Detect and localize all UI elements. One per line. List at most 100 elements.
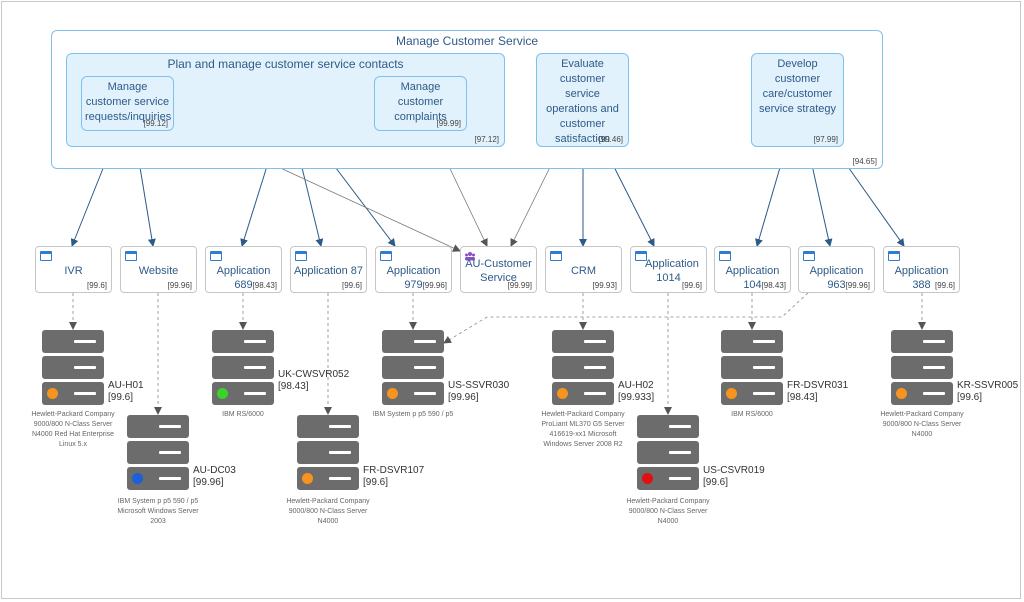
host-app963 (443, 292, 809, 344)
capability-score: [97.99] (813, 135, 838, 144)
application-window-icon (888, 251, 900, 261)
server-us-csvr019[interactable] (637, 415, 699, 493)
application-window-icon (380, 251, 392, 261)
app-application-87[interactable]: Application 87 [99.6] (290, 246, 367, 293)
app-application-1014[interactable]: Application 1014 [99.6] (630, 246, 707, 293)
capability-manage-complaints[interactable]: Manage customer complaints [99.99] (374, 76, 467, 131)
capability-title: Manage customer service requests/inquiri… (85, 81, 172, 123)
server-unit (127, 467, 189, 490)
capability-score: [99.46] (598, 135, 623, 144)
app-name: Application 979 (386, 265, 441, 291)
app-score: [98.43] (252, 281, 277, 290)
app-application-104[interactable]: Application 104 [98.43] (714, 246, 791, 293)
server-unit (637, 467, 699, 490)
status-dot (726, 388, 737, 399)
server-desc: IBM RS/6000 (222, 411, 264, 418)
server-au-h01[interactable] (42, 330, 104, 408)
app-name: Application 1014 (645, 258, 699, 284)
server-desc: Hewlett-Packard Company 9000/800 N-Class… (31, 411, 115, 448)
app-au-customer-service[interactable]: AU-Customer Service [99.99] (460, 246, 537, 293)
capability-title: Develop customer care/customer service s… (758, 58, 837, 115)
server-kr-ssvr005[interactable] (891, 330, 953, 408)
server-unit (42, 330, 104, 353)
app-score: [99.96] (422, 281, 447, 290)
app-score: [99.6] (86, 281, 107, 290)
server-uk-cwsvr052[interactable] (212, 330, 274, 408)
status-dot (557, 388, 568, 399)
app-application-963[interactable]: Application 963 [99.96] (798, 246, 875, 293)
app-name: Application 689 (216, 265, 271, 291)
server-name: FR-DSVR107[99.6] (363, 465, 425, 488)
app-score: [98.43] (761, 281, 786, 290)
app-name: Application 104 (725, 265, 780, 291)
capability-score: [94.65] (852, 157, 877, 166)
server-au-dc03[interactable] (127, 415, 189, 493)
server-name: AU-DC03[99.96] (193, 465, 236, 488)
capability-evaluate-operations[interactable]: Evaluate customer service operations and… (536, 53, 629, 147)
application-window-icon (803, 251, 815, 261)
server-unit (127, 415, 189, 438)
capability-develop-strategy[interactable]: Develop customer care/customer service s… (751, 53, 844, 147)
app-name: Application 388 (894, 265, 949, 291)
server-unit (891, 330, 953, 353)
application-window-icon (295, 251, 307, 261)
server-desc: Hewlett-Packard Company 9000/800 N-Class… (286, 498, 370, 525)
application-window-icon (635, 251, 647, 261)
server-fr-dsvr031[interactable] (721, 330, 783, 408)
app-name: CRM (570, 265, 597, 277)
server-au-h02[interactable] (552, 330, 614, 408)
server-unit (212, 356, 274, 379)
server-desc: IBM System p p5 590 / p5 (372, 411, 454, 418)
server-unit (891, 382, 953, 405)
server-unit (721, 356, 783, 379)
app-application-388[interactable]: Application 388 [99.6] (883, 246, 960, 293)
server-unit (891, 356, 953, 379)
app-application-689[interactable]: Application 689 [98.43] (205, 246, 282, 293)
server-unit (637, 415, 699, 438)
app-name: Application 963 (809, 265, 864, 291)
capability-score: [99.99] (436, 119, 461, 128)
app-name: Website (138, 265, 179, 277)
application-window-icon (719, 251, 731, 261)
server-unit (212, 330, 274, 353)
server-unit (212, 382, 274, 405)
server-name: AU-H01[99.6] (108, 380, 144, 403)
app-score: [99.96] (845, 281, 870, 290)
app-application-979[interactable]: Application 979 [99.96] (375, 246, 452, 293)
app-score: [99.96] (167, 281, 192, 290)
server-us-ssvr030[interactable] (382, 330, 444, 408)
server-unit (382, 330, 444, 353)
server-unit (552, 330, 614, 353)
server-unit (552, 356, 614, 379)
capability-manage-requests[interactable]: Manage customer service requests/inquiri… (81, 76, 174, 131)
server-name: UK-CWSVR052[98.43] (278, 369, 350, 392)
server-unit (297, 415, 359, 438)
server-desc: Hewlett-Packard Company ProLiant ML370 G… (541, 411, 625, 448)
status-dot (387, 388, 398, 399)
server-name: US-CSVR019[99.6] (703, 465, 765, 488)
app-ivr[interactable]: IVR [99.6] (35, 246, 112, 293)
server-unit (127, 441, 189, 464)
status-dot (47, 388, 58, 399)
app-score: [99.6] (681, 281, 702, 290)
app-website[interactable]: Website [99.96] (120, 246, 197, 293)
capability-score: [99.12] (143, 119, 168, 128)
server-unit (297, 467, 359, 490)
server-name: KR-SSVR005[99.6] (957, 380, 1019, 403)
server-unit (42, 382, 104, 405)
server-desc: Hewlett-Packard Company 9000/800 N-Class… (626, 498, 710, 525)
server-unit (552, 382, 614, 405)
server-desc: IBM RS/6000 (731, 411, 773, 418)
server-fr-dsvr107[interactable] (297, 415, 359, 493)
server-unit (637, 441, 699, 464)
app-name: Application 87 (293, 265, 364, 277)
app-crm[interactable]: CRM [99.93] (545, 246, 622, 293)
capability-title: Evaluate customer service operations and… (546, 58, 619, 145)
app-score: [99.6] (341, 281, 362, 290)
capability-score: [97.12] (474, 135, 499, 144)
app-name: AU-Customer Service (465, 258, 532, 284)
server-unit (42, 356, 104, 379)
server-name: US-SSVR030[99.96] (448, 380, 510, 403)
status-dot (302, 473, 313, 484)
